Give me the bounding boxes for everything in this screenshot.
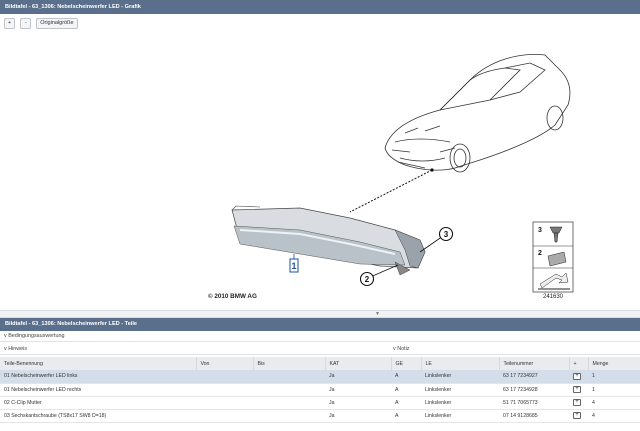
screw-icon <box>549 226 563 243</box>
part-le: Linkslenker <box>421 396 499 410</box>
part-from <box>196 409 253 423</box>
image-number: 241630 <box>543 294 564 300</box>
parts-table: Teile-Benennung Von Bis KAT GE LE Teilen… <box>0 357 640 423</box>
part-cat: Ja <box>325 409 391 423</box>
add-to-cart-icon[interactable]: + <box>573 412 581 419</box>
part-from <box>196 396 253 410</box>
callout-3[interactable]: 3 <box>438 226 454 242</box>
table-row[interactable]: 01 Nebelscheinwerfer LED links Ja A Link… <box>0 370 640 384</box>
svg-text:2: 2 <box>538 250 542 257</box>
original-size-button[interactable]: Originalgröße <box>36 18 78 29</box>
leader-line <box>349 169 433 213</box>
part-le: Linkslenker <box>421 409 499 423</box>
parts-diagram[interactable]: 1 2 3 3 2 241630 © 2010 BMW AG <box>0 30 640 310</box>
part-to <box>253 383 325 397</box>
part-number: 63 17 7234927 <box>499 370 569 384</box>
divider <box>0 354 640 355</box>
divider <box>0 341 640 342</box>
part-cat: Ja <box>325 370 391 384</box>
part-from <box>196 383 253 397</box>
leader-dot <box>430 168 434 172</box>
col-header-from[interactable]: Von <box>196 357 254 370</box>
col-header-to[interactable]: Bis <box>253 357 326 370</box>
svg-text:2: 2 <box>365 275 370 284</box>
part-qty: 4 <box>588 409 640 423</box>
graphic-toolbar: + - Originalgröße <box>4 18 78 30</box>
part-qty: 4 <box>588 396 640 410</box>
part-to <box>253 396 325 410</box>
chevron-down-icon: v <box>393 346 396 352</box>
col-header-le[interactable]: LE <box>421 357 500 370</box>
part-ge: A <box>391 409 421 423</box>
part-number: 51 71 7065773 <box>499 396 569 410</box>
part-from <box>196 370 253 384</box>
chevron-down-icon: v <box>4 333 7 339</box>
callout-1[interactable]: 1 <box>289 258 299 273</box>
part-name: 01 Nebelscheinwerfer LED rechts <box>0 383 196 397</box>
part-ge: A <box>391 370 421 384</box>
add-to-cart-cell: + <box>569 383 588 397</box>
part-cat: Ja <box>325 396 391 410</box>
parts-panel-title: Bildtafel - 63_1306: Nebelscheinwerfer L… <box>0 318 640 331</box>
notes-toggle[interactable]: v Hinweis <box>4 346 27 352</box>
notes-label: Hinweis <box>8 346 28 352</box>
car-illustration <box>384 54 571 173</box>
svg-text:1: 1 <box>291 261 296 271</box>
svg-text:3: 3 <box>444 230 449 239</box>
chevron-down-icon: v <box>4 346 7 352</box>
part-name: 03 Sechskantschraube (TS8x17 SW8 D=18) <box>0 409 196 423</box>
part-number: 63 17 7234928 <box>499 383 569 397</box>
add-to-cart-icon[interactable]: + <box>573 372 581 380</box>
svg-text:3: 3 <box>538 227 542 234</box>
part-le: Linkslenker <box>421 370 499 384</box>
fog-light-illustration <box>231 205 426 276</box>
conditions-toggle[interactable]: v Bedingungsauswertung <box>4 333 65 339</box>
arrow-icon <box>539 272 569 289</box>
memo-toggle[interactable]: v Notiz <box>393 346 410 352</box>
zoom-in-button[interactable]: + <box>4 18 16 29</box>
table-header-row: Teile-Benennung Von Bis KAT GE LE Teilen… <box>0 357 640 370</box>
part-name: 02 C-Clip Mutter <box>0 396 196 410</box>
add-to-cart-icon[interactable]: + <box>573 386 581 393</box>
part-cat: Ja <box>325 383 391 397</box>
col-header-ge[interactable]: GE <box>391 357 422 370</box>
col-header-part-number[interactable]: Teilenummer <box>499 357 570 370</box>
table-row[interactable]: 01 Nebelscheinwerfer LED rechts Ja A Lin… <box>0 383 640 397</box>
zoom-out-button[interactable]: - <box>20 18 32 29</box>
col-header-qty[interactable]: Menge <box>588 357 640 370</box>
col-header-cat[interactable]: KAT <box>325 357 392 370</box>
add-to-cart-cell: + <box>569 370 588 384</box>
memo-label: Notiz <box>397 346 410 352</box>
part-ge: A <box>391 383 421 397</box>
hardware-legend: 3 2 <box>532 221 574 293</box>
part-ge: A <box>391 396 421 410</box>
part-to <box>253 409 325 423</box>
panel-splitter[interactable]: ▼ <box>0 310 640 318</box>
part-name: 01 Nebelscheinwerfer LED links <box>0 370 196 384</box>
table-row[interactable]: 02 C-Clip Mutter Ja A Linkslenker 51 71 … <box>0 396 640 410</box>
col-header-name[interactable]: Teile-Benennung <box>0 357 197 370</box>
conditions-label: Bedingungsauswertung <box>8 333 65 339</box>
add-to-cart-cell: + <box>569 396 588 410</box>
col-header-add[interactable]: + <box>569 357 589 370</box>
graphic-panel-title: Bildtafel - 63_1306: Nebelscheinwerfer L… <box>0 0 640 14</box>
part-qty: 1 <box>588 370 640 384</box>
add-to-cart-icon[interactable]: + <box>573 399 581 406</box>
copyright-label: © 2010 BMW AG <box>208 292 257 300</box>
part-le: Linkslenker <box>421 383 499 397</box>
part-qty: 1 <box>588 383 640 397</box>
table-row[interactable]: 03 Sechskantschraube (TS8x17 SW8 D=18) J… <box>0 409 640 423</box>
chevron-down-icon[interactable]: ▼ <box>375 311 380 317</box>
part-to <box>253 370 325 384</box>
part-number: 07 14 9128685 <box>499 409 569 423</box>
callout-2[interactable]: 2 <box>359 271 375 287</box>
clip-nut-icon <box>547 251 567 267</box>
add-to-cart-cell: + <box>569 409 588 423</box>
